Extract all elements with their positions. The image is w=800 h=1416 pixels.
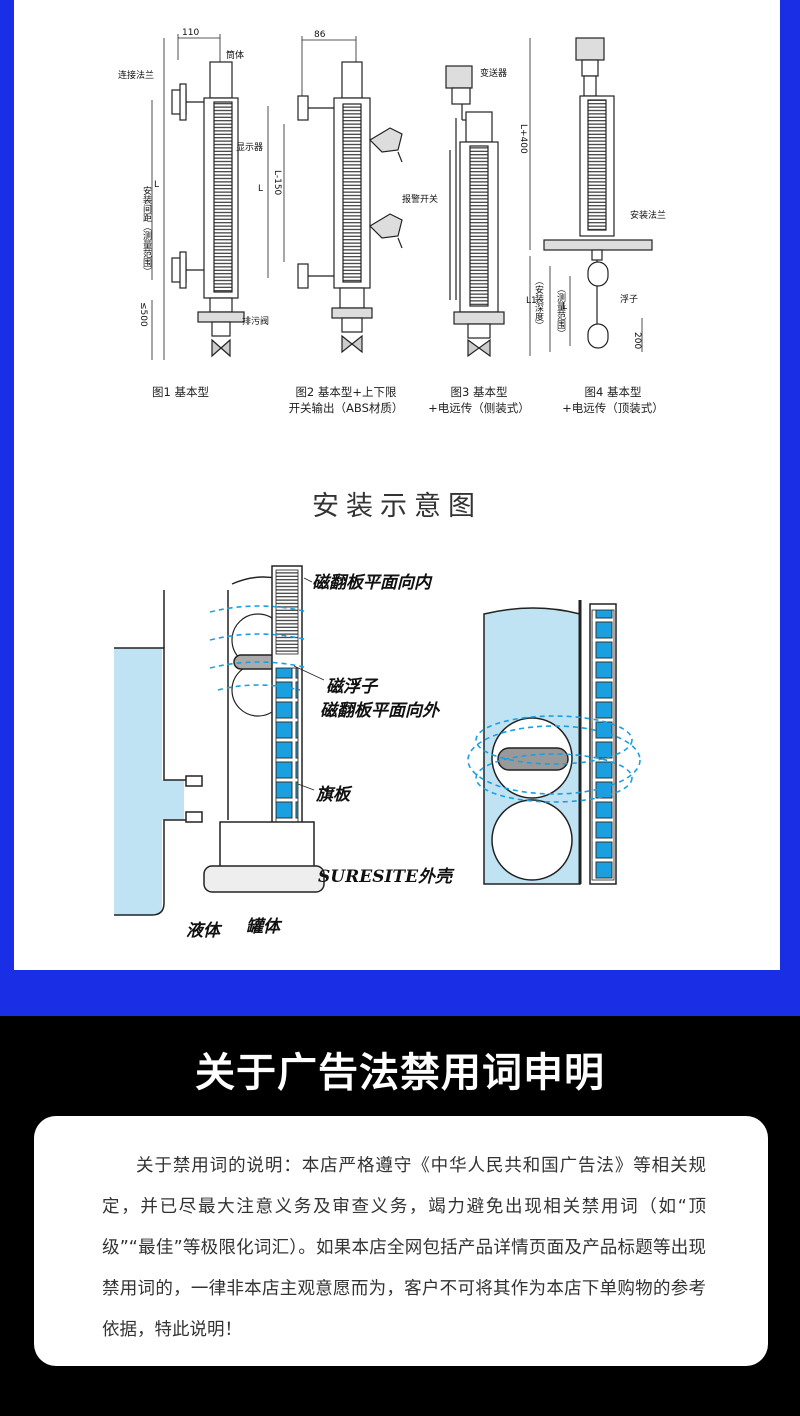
fig1-install-distance-label: 安装间距（测量范围） <box>141 186 151 276</box>
fig2-caption-line2: 开关输出（ABS材质） <box>288 401 404 415</box>
fig4-range-label: （测量范围） <box>555 284 565 338</box>
fig3-caption-line2: +电远传（侧装式） <box>428 401 530 415</box>
fig3-transmitter-label: 变送器 <box>480 69 508 79</box>
fig1-dim-110: 110 <box>182 28 200 38</box>
fig4-drawing <box>529 37 653 356</box>
fig1-le500-label: ≤500 <box>138 302 148 327</box>
fig4-caption-line2: +电远传（顶装式） <box>562 401 664 415</box>
fig1-display-label: 显示器 <box>236 143 264 153</box>
install-diagram-left <box>114 565 325 916</box>
fig4-flange-label: 安装法兰 <box>630 211 667 221</box>
section-title: 安装示意图 <box>312 491 482 522</box>
flap-outward-label: 磁翻板平面向外 <box>320 701 439 721</box>
tank-label: 罐体 <box>246 917 280 937</box>
notice-title: 关于广告法禁用词申明 <box>195 1050 605 1096</box>
fig4-L-label: L <box>562 302 568 312</box>
fig1-drain-label: 排污阀 <box>242 317 270 327</box>
fig1-tube-label: 筒体 <box>226 51 245 61</box>
fig2-alarm-label: 报警开关 <box>402 195 439 205</box>
fig1-L-label: L <box>154 180 160 190</box>
fig1-drawing <box>151 34 245 360</box>
fig4-200-label: 200 <box>632 332 642 350</box>
notice-box: 关于禁用词的说明：本店严格遵守《中华人民共和国广告法》等相关规定，并已尽最大注意… <box>34 1116 768 1366</box>
fig4-L1-label: L1 <box>526 296 537 306</box>
product-panel: 110 筒体 连接法兰 显示器 安装间距（测量范围） L ≤500 排污阀 86… <box>14 0 780 970</box>
fig2-drawing <box>267 36 403 354</box>
liquid-label: 液体 <box>186 921 220 941</box>
fig1-flange-label: 连接法兰 <box>118 71 155 81</box>
float-label: 磁浮子 <box>326 677 377 697</box>
fig4-install-depth-label: （安装深度） <box>533 276 543 330</box>
flag-label: 旗板 <box>316 785 350 805</box>
fig4-caption-line1: 图4 基本型 <box>584 385 642 399</box>
fig1-caption: 图1 基本型 <box>152 385 209 399</box>
shell-label: SURESITE外壳 <box>318 867 453 887</box>
fig3-caption-line1: 图3 基本型 <box>450 385 508 399</box>
fig4-float-label: 浮子 <box>620 295 639 305</box>
fig2-caption-line1: 图2 基本型+上下限 <box>295 385 397 399</box>
fig3-drawing <box>445 65 505 358</box>
fig2-dim-86: 86 <box>314 30 326 40</box>
install-diagram-detail <box>467 600 641 885</box>
flap-inward-label: 磁翻板平面向内 <box>312 573 431 593</box>
fig2-L150-label: L-150 <box>272 170 282 196</box>
notice-body: 关于禁用词的说明：本店严格遵守《中华人民共和国广告法》等相关规定，并已尽最大注意… <box>102 1156 706 1340</box>
fig2-L-label: L <box>258 184 264 194</box>
fig4-L400-label: L+400 <box>518 124 528 154</box>
dimension-drawings <box>114 34 653 916</box>
